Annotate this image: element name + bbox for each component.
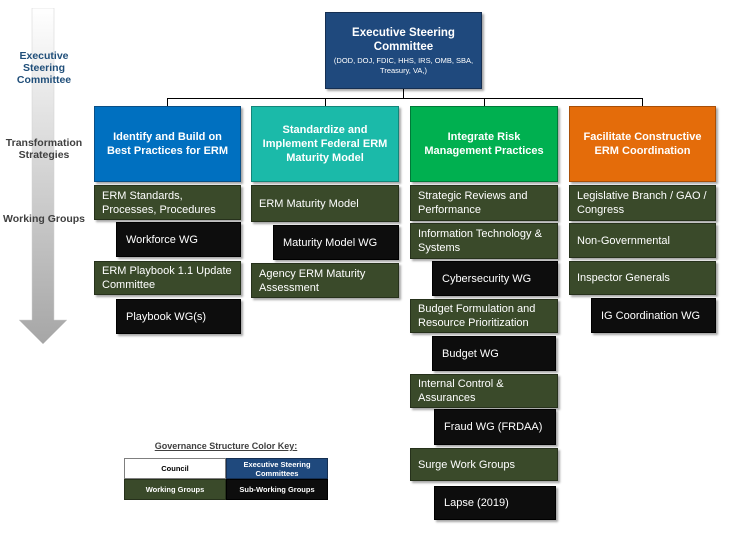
legend-title: Governance Structure Color Key: bbox=[154, 441, 298, 451]
sub-working-group-playbook: Playbook WG(s) bbox=[116, 299, 241, 334]
connector-line bbox=[403, 89, 404, 99]
strategy-maturity-model: Standardize and Implement Federal ERM Ma… bbox=[251, 106, 399, 182]
executive-steering-committee-box: Executive Steering Committee (DOD, DOJ, … bbox=[325, 12, 482, 89]
working-group-erm-standards: ERM Standards, Processes, Procedures bbox=[94, 185, 241, 220]
working-group-budget-formulation: Budget Formulation and Resource Prioriti… bbox=[410, 299, 558, 333]
sub-working-group-lapse: Lapse (2019) bbox=[434, 486, 556, 520]
side-label-exec: Executive Steering Committee bbox=[16, 50, 72, 86]
down-arrow-icon bbox=[19, 8, 67, 344]
sub-working-group-cybersecurity: Cybersecurity WG bbox=[432, 261, 558, 296]
sub-working-group-budget: Budget WG bbox=[432, 336, 556, 371]
connector-line bbox=[325, 98, 326, 106]
working-group-information-technology: Information Technology & Systems bbox=[410, 223, 558, 259]
working-group-erm-playbook: ERM Playbook 1.1 Update Committee bbox=[94, 261, 241, 295]
working-group-legislative-branch: Legislative Branch / GAO / Congress bbox=[569, 185, 716, 221]
working-group-surge: Surge Work Groups bbox=[410, 448, 558, 481]
strategy-integrate-risk: Integrate Risk Management Practices bbox=[410, 106, 558, 182]
working-group-agency-maturity-assessment: Agency ERM Maturity Assessment bbox=[251, 263, 399, 298]
working-group-internal-control: Internal Control & Assurances bbox=[410, 374, 558, 408]
exec-committee-title: Executive Steering Committee bbox=[352, 26, 455, 53]
legend-executive-steering: Executive Steering Committees bbox=[226, 458, 328, 479]
working-group-non-governmental: Non-Governmental bbox=[569, 223, 716, 258]
working-group-maturity-model: ERM Maturity Model bbox=[251, 185, 399, 222]
working-group-strategic-reviews: Strategic Reviews and Performance bbox=[410, 185, 558, 221]
working-group-inspector-generals: Inspector Generals bbox=[569, 261, 716, 295]
strategy-coordination: Facilitate Constructive ERM Coordination bbox=[569, 106, 716, 182]
exec-committee-members: (DOD, DOJ, FDIC, HHS, IRS, OMB, SBA, Tre… bbox=[333, 55, 474, 75]
sub-working-group-workforce: Workforce WG bbox=[116, 222, 241, 257]
connector-line bbox=[167, 98, 643, 99]
sub-working-group-fraud: Fraud WG (FRDAA) bbox=[434, 409, 556, 445]
connector-line bbox=[167, 98, 168, 106]
legend-council: Council bbox=[124, 458, 226, 479]
sub-working-group-maturity-model: Maturity Model WG bbox=[273, 225, 399, 260]
connector-line bbox=[484, 98, 485, 106]
legend-sub-working-groups: Sub-Working Groups bbox=[226, 479, 328, 500]
side-label-working-groups: Working Groups bbox=[2, 213, 86, 225]
strategy-best-practices: Identify and Build on Best Practices for… bbox=[94, 106, 241, 182]
connector-line bbox=[642, 98, 643, 106]
side-label-strategies: Transformation Strategies bbox=[5, 137, 83, 161]
legend-working-groups: Working Groups bbox=[124, 479, 226, 500]
sub-working-group-ig-coordination: IG Coordination WG bbox=[591, 298, 716, 333]
